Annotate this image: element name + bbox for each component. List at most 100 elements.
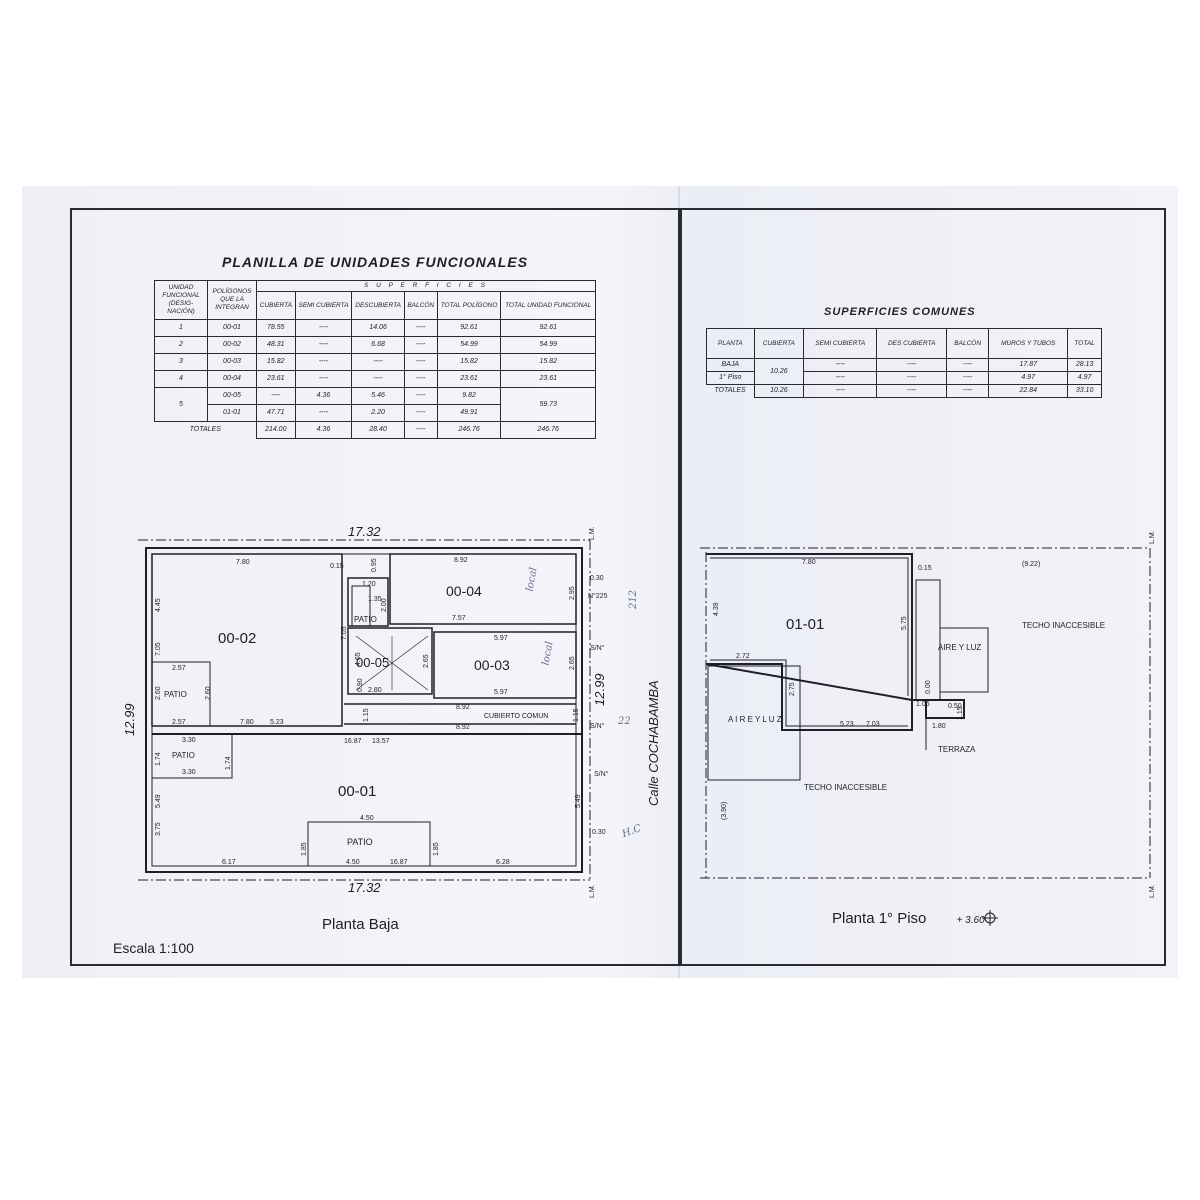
- handwritten-note: 212: [628, 589, 640, 610]
- aire-luz-label: AIRE Y LUZ: [938, 643, 981, 652]
- dim: 1.20: [362, 581, 376, 588]
- dim: 1.35: [368, 596, 382, 603]
- level-value: + 3.60: [956, 915, 985, 926]
- dim: 7.80: [240, 719, 254, 726]
- unit-00-04: 00-04: [446, 583, 482, 599]
- dim-right: 12.99: [592, 673, 607, 706]
- dim: 4.45: [155, 598, 162, 612]
- dim: 3.30: [182, 769, 196, 776]
- dim: 1.15: [363, 708, 370, 722]
- dim: 2.65: [569, 656, 576, 670]
- dim: 5.23: [270, 719, 284, 726]
- dim: 8.92: [454, 557, 468, 564]
- comunes-header: CUBIERTA: [753, 328, 805, 359]
- uf-header-unidad: UNIDAD FUNCIONAL (DESIG- NACIÓN): [154, 280, 208, 320]
- table-row: 5 00-05 ---- 4.36 5.46 ---- 9.82 59.73: [154, 387, 596, 422]
- dim: 4.65: [355, 652, 362, 666]
- table-row-totals: TOTALES 214.00 4.36 28.40 ---- 246.76 24…: [155, 421, 596, 439]
- dim: 6.28: [496, 859, 510, 866]
- dim: 0.30: [592, 829, 606, 836]
- dim: 5.23: [840, 721, 854, 728]
- dim: 8.92: [456, 704, 470, 711]
- patio-label-00-01: PATIO: [347, 837, 373, 847]
- dim: 7.03: [866, 721, 880, 728]
- lm-label: L.M.: [589, 884, 596, 898]
- planta-baja-title: Planta Baja: [322, 916, 399, 933]
- unit-01-01: 01-01: [786, 616, 824, 633]
- dim-left: 12.99: [122, 703, 137, 736]
- dim: 2.95: [569, 586, 576, 600]
- planta-piso-dims: 7.80 (9.22) (3.90) 4.39 5.75 2.72 2.75 5…: [713, 530, 1156, 898]
- dim: 2.00: [381, 598, 388, 612]
- unit-00-02: 00-02: [218, 630, 256, 647]
- dim: 7.80: [802, 559, 816, 566]
- uf-cell: 28.40: [351, 421, 405, 439]
- uf-header-total-poligono: TOTAL POLÍGONO: [436, 291, 502, 320]
- dim: 1.85: [433, 842, 440, 856]
- patio-label-00-01-left: PATIO: [172, 751, 195, 760]
- dim: 5.97: [494, 689, 508, 696]
- aire-luz-v-label: A I R E Y L U Z: [728, 715, 782, 724]
- dim: 2.60: [205, 686, 212, 700]
- dim: 1.15: [957, 706, 964, 720]
- comunes-cell: 33.10: [1067, 384, 1102, 398]
- dim: 5.97: [494, 635, 508, 642]
- dim: 5.49: [575, 794, 582, 808]
- dim: 4.50: [346, 859, 360, 866]
- uf-header-total-uf: TOTAL UNIDAD FUNCIONAL: [500, 291, 596, 320]
- comunes-cell: TOTALES: [714, 387, 746, 395]
- comunes-header: SEMI CUBIERTA: [803, 328, 878, 359]
- dim: 16.87: [390, 859, 408, 866]
- patio-label-00-02: PATIO: [164, 690, 187, 699]
- dim: 4.39: [713, 602, 720, 616]
- unit-00-01: 00-01: [338, 783, 376, 800]
- dim: 2.57: [172, 665, 186, 672]
- dim: 16.87: [344, 738, 362, 745]
- dim: 4.50: [360, 815, 374, 822]
- table-uf-title: PLANILLA DE UNIDADES FUNCIONALES: [222, 254, 529, 270]
- dim: 2.75: [789, 682, 796, 696]
- table-row: 3 00-03 15.82 ---- ---- ---- 15.82 15.82: [154, 353, 596, 371]
- dim: 1.74: [225, 756, 232, 770]
- table-superficies-comunes: PLANTA CUBIERTA SEMI CUBIERTA DES CUBIER…: [706, 328, 1102, 398]
- dim: 8.92: [456, 724, 470, 731]
- dim: 2.65: [423, 654, 430, 668]
- dim-bottom: 17.32: [348, 880, 381, 895]
- uf-cell: 246.76: [500, 421, 596, 439]
- comunes-cell: 1° Piso: [706, 371, 755, 385]
- dim: (3.90): [721, 802, 728, 820]
- comunes-cell: ----: [803, 384, 878, 398]
- level-marker-icon: [982, 910, 998, 926]
- planta-baja-dims: 17.32 17.32 12.99 12.99 7.80 8.92 7.57 5…: [122, 524, 609, 898]
- uf-cell: 5: [154, 387, 208, 422]
- frame-right: [680, 208, 1166, 966]
- street-name: Calle COCHABAMBA: [646, 680, 661, 806]
- dim: 1.80: [932, 723, 946, 730]
- table-row: 1 00-01 78.55 ---- 14.06 ---- 92.61 92.6…: [154, 319, 596, 337]
- table-row: 01-01 47.71 ---- 2.20 ---- 49.91: [155, 404, 596, 422]
- dim: 5.75: [901, 616, 908, 630]
- comunes-header: DES CUBIERTA: [876, 328, 948, 359]
- scale-label: Escala 1:100: [113, 940, 194, 956]
- table-row-totals: TOTALES 10.26 ---- ---- ---- 22.84 33.10: [707, 384, 1102, 398]
- comunes-cell: ----: [946, 384, 990, 398]
- handwritten-note: 22: [618, 716, 631, 727]
- uf-cell: 01-01: [207, 404, 257, 422]
- uf-cell: TOTALES: [189, 426, 221, 434]
- dim: 7.57: [452, 615, 466, 622]
- dim: 7.05: [341, 626, 348, 640]
- unit-00-03: 00-03: [474, 657, 510, 673]
- lm-label: L.M.: [1149, 884, 1156, 898]
- dim: 1.74: [155, 752, 162, 766]
- dim: 1.15: [573, 708, 580, 722]
- dim: 13.57: [372, 738, 390, 745]
- cubierto-comun-label: CUBIERTO COMUN: [484, 713, 548, 720]
- comunes-cell: 4.97: [1067, 371, 1102, 385]
- lm-label: L.M.: [589, 526, 596, 540]
- address-label: S/N°: [590, 722, 605, 730]
- dim: 0.90: [357, 678, 364, 692]
- uf-header-poligonos: POLÍGONOS QUE LA INTEGRAN: [207, 280, 257, 320]
- planta-piso-title: Planta 1° Piso + 3.60: [832, 910, 985, 927]
- dim: 0.15: [918, 565, 932, 572]
